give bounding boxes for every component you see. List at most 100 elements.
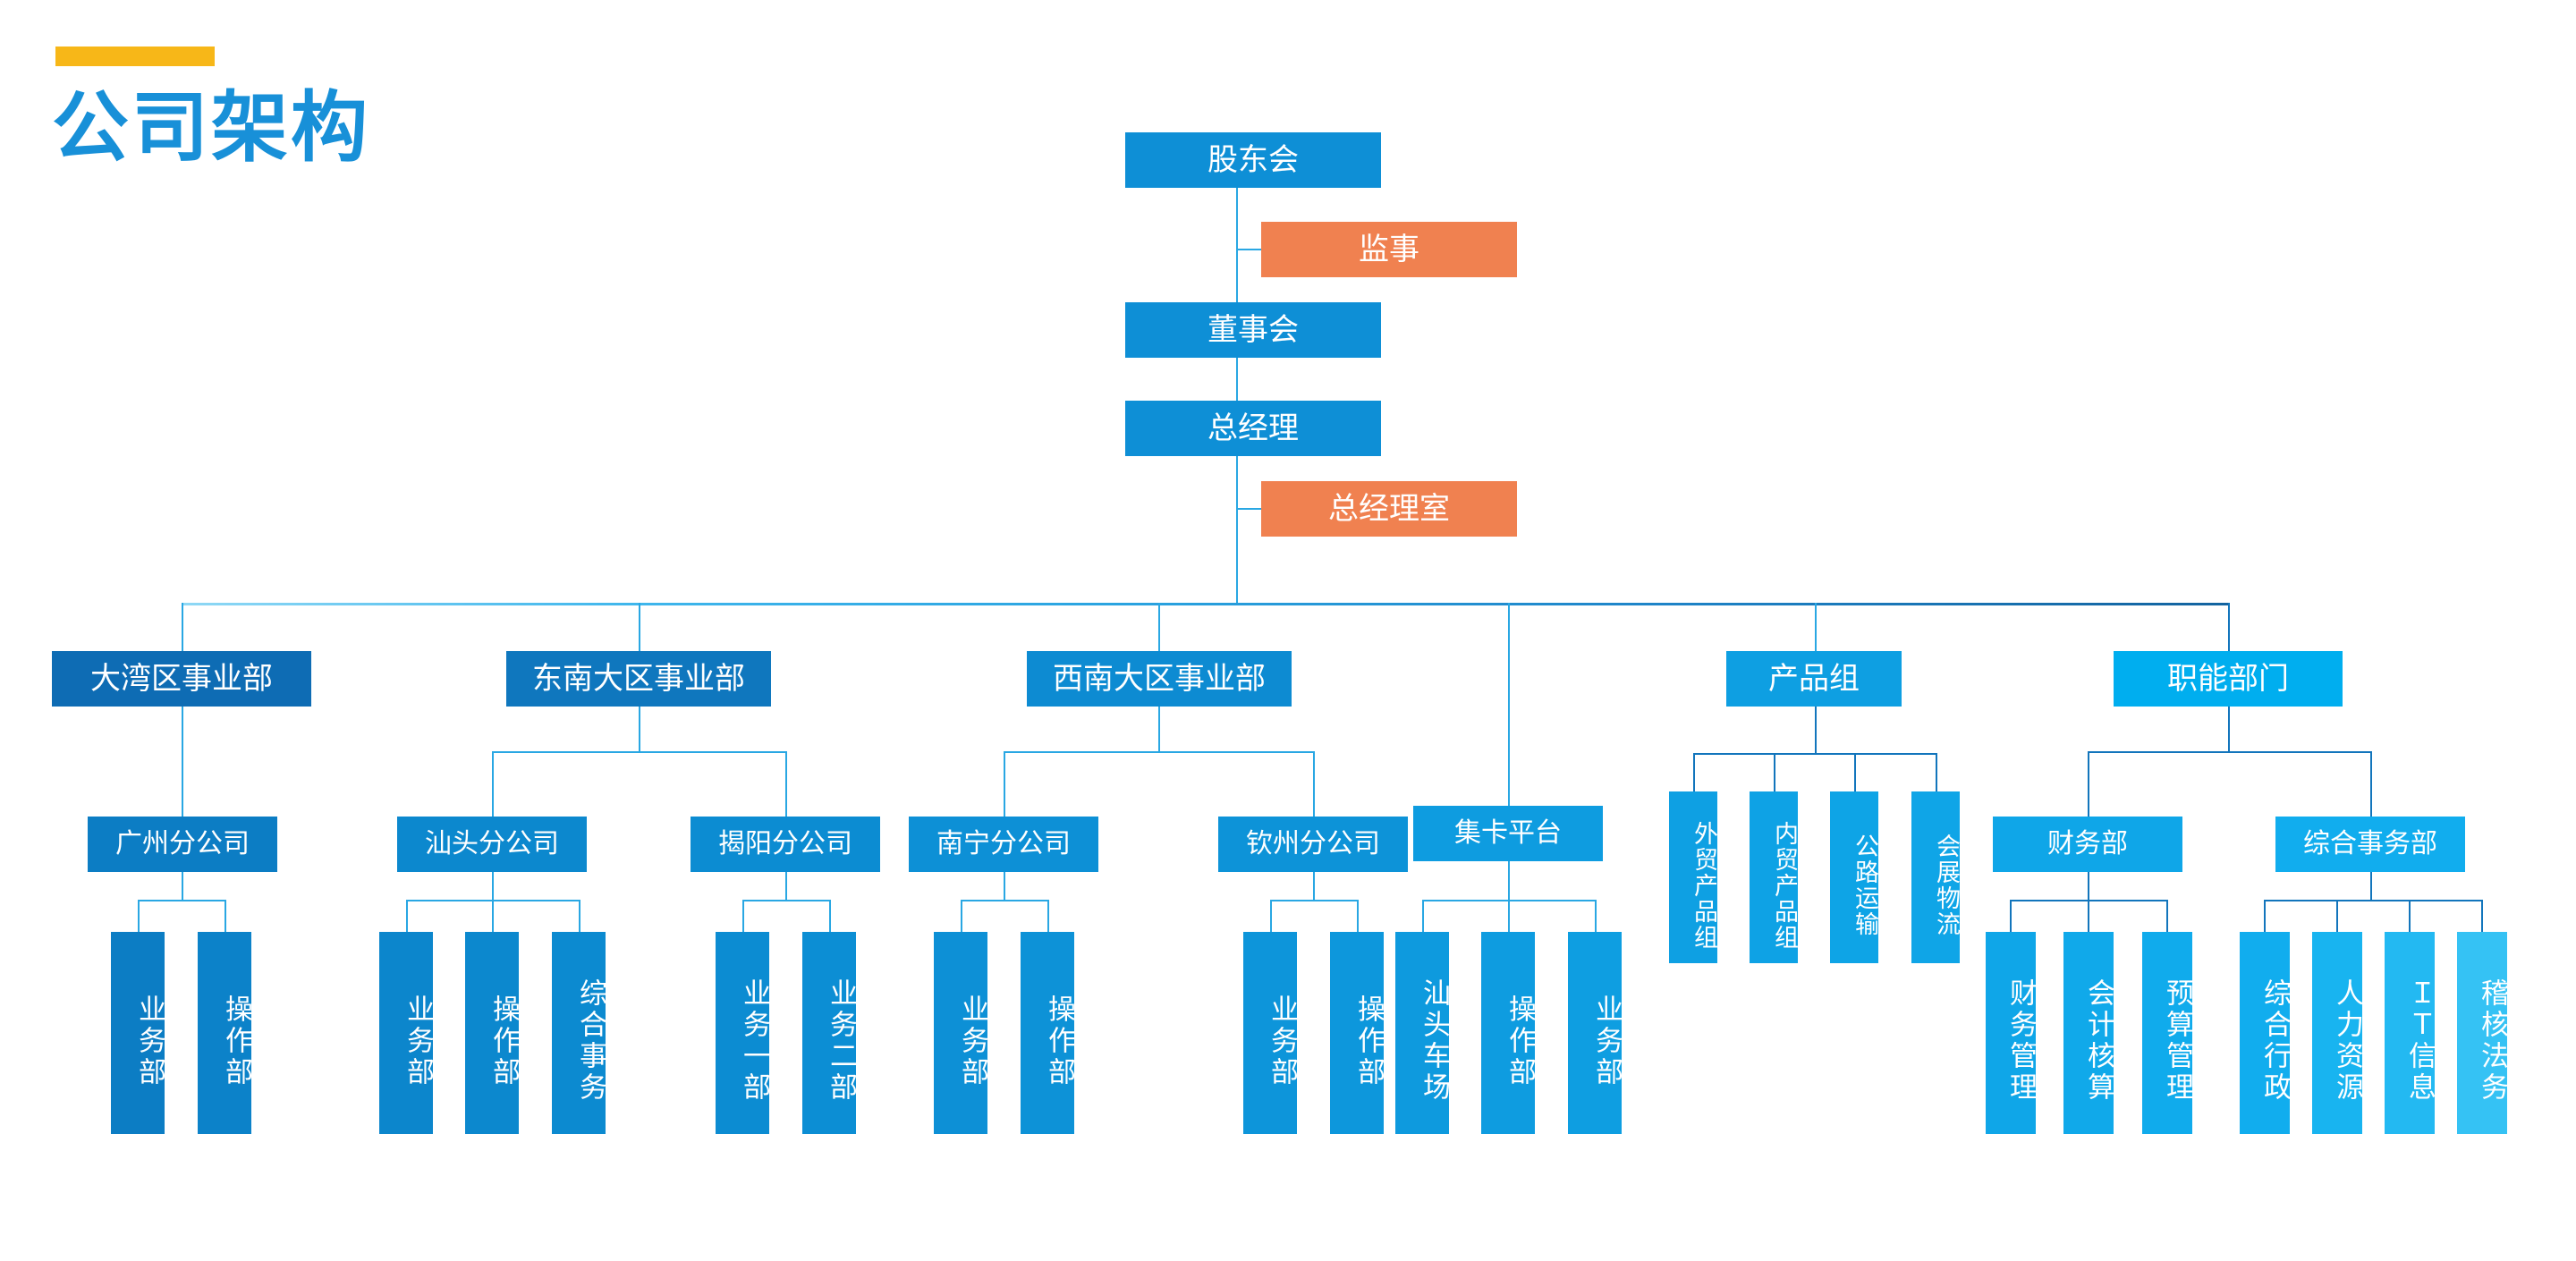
node-branch-caiwu[interactable]: 财务部	[1993, 817, 2182, 872]
connector-dongnan-shantou	[492, 751, 494, 817]
connector-xinan-qinzhou	[1313, 751, 1315, 817]
connector-gm-bus	[1236, 456, 1238, 604]
connector-dongnan-drop	[639, 707, 640, 751]
leaf-caiwu-1[interactable]: 会计核算	[2063, 932, 2114, 1134]
connector-zonghe-l2	[2409, 900, 2411, 932]
node-general-manager-office[interactable]: 总经理室	[1261, 481, 1517, 537]
leaf-nanning-1[interactable]: 操作部	[1021, 932, 1075, 1134]
connector-chanpinzu-l2	[1854, 753, 1856, 791]
node-branch-nanning[interactable]: 南宁分公司	[909, 817, 1098, 872]
leaf-jieyang-0[interactable]: 业务一部	[716, 932, 770, 1134]
connector-qinzhou-l1	[1357, 900, 1359, 932]
page-title: 公司架构	[52, 85, 370, 171]
connector-jieyang-rail	[742, 900, 830, 901]
leaf-zonghe-3[interactable]: 稽核法务	[2457, 932, 2508, 1134]
node-division-dongnan[interactable]: 东南大区事业部	[506, 651, 771, 707]
node-branch-shantou[interactable]: 汕头分公司	[397, 817, 587, 872]
leaf-chanpinzu-0[interactable]: 外贸产品组	[1669, 791, 1717, 963]
connector-xinan-drop	[1158, 707, 1160, 751]
node-division-chanpinzu[interactable]: 产品组	[1726, 651, 1902, 707]
connector-shantou-l1	[492, 900, 494, 932]
connector-chanpinzu-drop	[1815, 707, 1817, 753]
node-branch-qinzhou[interactable]: 钦州分公司	[1218, 817, 1408, 872]
connector-dongnan-jieyang	[785, 751, 787, 817]
connector-jieyang-l0	[742, 900, 744, 932]
leaf-shantou-1[interactable]: 操作部	[465, 932, 520, 1134]
connector-bus-xinan	[1158, 603, 1160, 651]
connector-caiwu-drop	[2088, 872, 2089, 900]
connector-shantou-drop	[492, 872, 494, 900]
connector-gm-office-stub	[1236, 508, 1261, 510]
connector-bus-dawanqu	[182, 603, 183, 651]
connector-guangzhou-drop	[182, 872, 183, 900]
leaf-guangzhou-0[interactable]: 业务部	[111, 932, 165, 1134]
connector-zhineng-zonghe	[2370, 751, 2372, 817]
connector-nanning-l1	[1047, 900, 1049, 932]
node-general-manager[interactable]: 总经理	[1125, 401, 1381, 456]
connector-nanning-drop	[1004, 872, 1005, 900]
connector-jieyang-drop	[785, 872, 787, 900]
connector-xinan-nanning	[1004, 751, 1005, 817]
leaf-caiwu-2[interactable]: 预算管理	[2142, 932, 2193, 1134]
leaf-qinzhou-1[interactable]: 操作部	[1330, 932, 1385, 1134]
connector-jieyang-l1	[829, 900, 831, 932]
leaf-zonghe-0[interactable]: 综合行政	[2240, 932, 2291, 1134]
connector-shantou-l0	[406, 900, 408, 932]
connector-shantou-l2	[579, 900, 580, 932]
leaf-jika-0[interactable]: 汕头车场	[1395, 932, 1450, 1134]
leaf-shantou-0[interactable]: 业务部	[379, 932, 434, 1134]
node-shareholders[interactable]: 股东会	[1125, 132, 1381, 188]
connector-zhineng-drop	[2228, 707, 2230, 751]
leaf-caiwu-0[interactable]: 财务管理	[1986, 932, 2037, 1134]
node-branch-zonghe[interactable]: 综合事务部	[2275, 817, 2465, 872]
accent-bar	[55, 47, 215, 66]
connector-zhineng-caiwu	[2088, 751, 2089, 817]
connector-board-gm	[1236, 358, 1238, 401]
connector-nanning-rail	[961, 900, 1048, 901]
node-branch-guangzhou[interactable]: 广州分公司	[88, 817, 277, 872]
leaf-chanpinzu-1[interactable]: 内贸产品组	[1750, 791, 1798, 963]
node-division-dawanqu[interactable]: 大湾区事业部	[52, 651, 311, 707]
node-supervisor[interactable]: 监事	[1261, 222, 1517, 277]
connector-guangzhou-l0	[138, 900, 140, 932]
connector-chanpinzu-l0	[1693, 753, 1695, 791]
connector-chanpinzu-rail	[1693, 753, 1936, 755]
connector-dawanqu-guangzhou	[182, 707, 183, 817]
connector-bus-jika	[1508, 603, 1510, 806]
leaf-qinzhou-0[interactable]: 业务部	[1243, 932, 1298, 1134]
node-board[interactable]: 董事会	[1125, 302, 1381, 358]
connector-guangzhou-rail	[138, 900, 225, 901]
leaf-guangzhou-1[interactable]: 操作部	[198, 932, 252, 1134]
leaf-chanpinzu-3[interactable]: 会展物流	[1911, 791, 1960, 963]
connector-zonghe-rail	[2264, 900, 2481, 901]
leaf-jika-2[interactable]: 业务部	[1568, 932, 1623, 1134]
connector-nanning-l0	[961, 900, 962, 932]
connector-jika-drop	[1508, 861, 1510, 900]
node-division-xinan[interactable]: 西南大区事业部	[1027, 651, 1292, 707]
connector-zonghe-l3	[2481, 900, 2483, 932]
connector-qinzhou-drop	[1313, 872, 1315, 900]
connector-qinzhou-rail	[1270, 900, 1358, 901]
connector-qinzhou-l0	[1270, 900, 1272, 932]
node-branch-jika[interactable]: 集卡平台	[1413, 806, 1603, 861]
connector-jika-l1	[1508, 900, 1510, 932]
leaf-zonghe-2[interactable]: ＩＴ信息	[2385, 932, 2436, 1134]
leaf-shantou-2[interactable]: 综合事务	[552, 932, 606, 1134]
leaf-jika-1[interactable]: 操作部	[1481, 932, 1536, 1134]
leaf-jieyang-1[interactable]: 业务二部	[802, 932, 857, 1134]
leaf-zonghe-1[interactable]: 人力资源	[2312, 932, 2363, 1134]
connector-caiwu-l0	[2010, 900, 2012, 932]
leaf-chanpinzu-2[interactable]: 公路运输	[1830, 791, 1878, 963]
connector-jika-l2	[1595, 900, 1597, 932]
connector-dongnan-rail	[492, 751, 787, 753]
node-division-zhineng[interactable]: 职能部门	[2114, 651, 2343, 707]
main-bus	[182, 603, 2230, 605]
connector-bus-zhineng	[2228, 603, 2230, 651]
leaf-nanning-0[interactable]: 业务部	[934, 932, 988, 1134]
connector-caiwu-l1	[2088, 900, 2089, 932]
connector-guangzhou-l1	[225, 900, 226, 932]
connector-zonghe-l0	[2264, 900, 2266, 932]
connector-zonghe-drop	[2370, 872, 2372, 900]
node-branch-jieyang[interactable]: 揭阳分公司	[691, 817, 880, 872]
